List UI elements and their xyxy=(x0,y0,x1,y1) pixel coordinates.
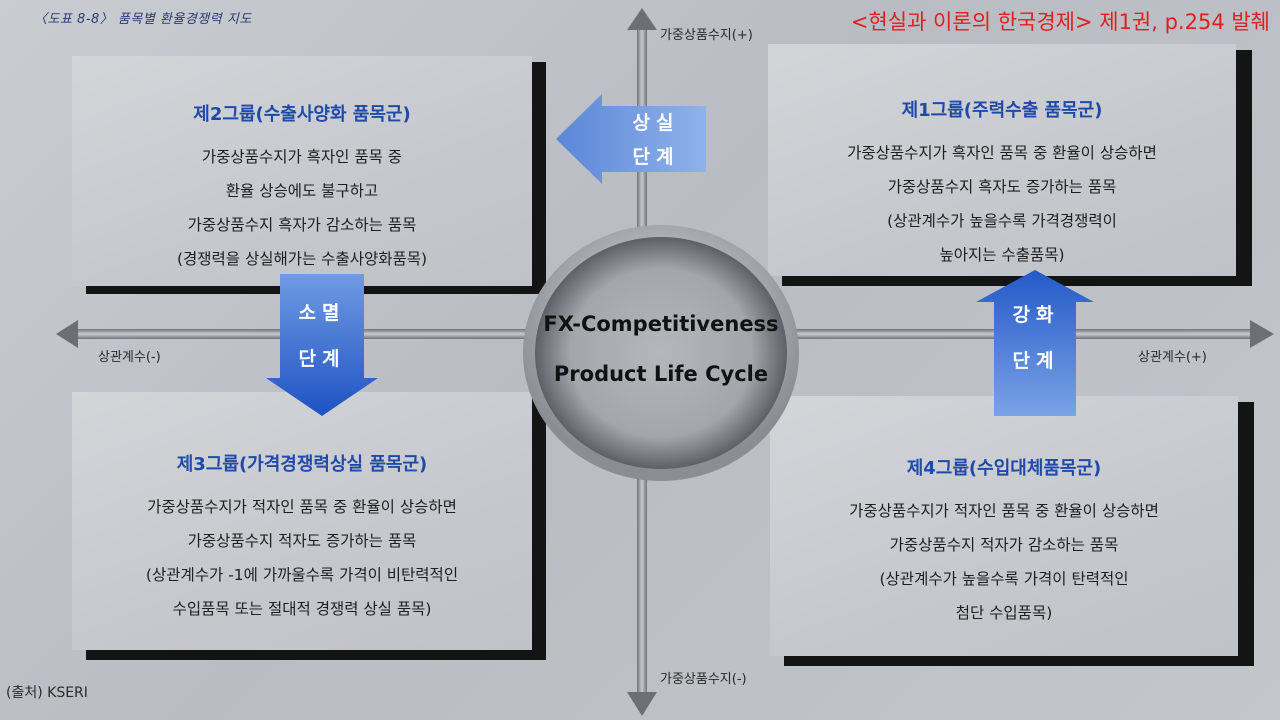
group1-title: 제1그룹(주력수출 품목군) xyxy=(901,100,1103,121)
group1-line-4: 높아지는 수출품목) xyxy=(939,246,1065,264)
horizontal-axis-left-arrowhead xyxy=(56,320,78,348)
group4-line-1: 가중상품수지가 적자인 품목 중 환율이 상승하면 xyxy=(849,502,1159,520)
group1-line-2: 가중상품수지 흑자도 증가하는 품목 xyxy=(887,178,1117,196)
group4-box: 제4그룹(수입대체품목군) 가중상품수지가 적자인 품목 중 환율이 상승하면 … xyxy=(770,396,1238,656)
group1-box: 제1그룹(주력수출 품목군) 가중상품수지가 흑자인 품목 중 환율이 상승하면… xyxy=(768,44,1236,276)
axis-label-bottom: 가중상품수지(-) xyxy=(660,672,747,687)
loss-stage-line-2: 단계 xyxy=(632,146,680,168)
vertical-axis-bottom-arrowhead xyxy=(627,692,657,716)
extinction-stage-line-2: 단계 xyxy=(298,348,346,370)
group2-line-3: 가중상품수지 흑자가 감소하는 품목 xyxy=(187,216,417,234)
group3-title: 제3그룹(가격경쟁력상실 품목군) xyxy=(176,454,428,475)
group1-line-3: (상관계수가 높을수록 가격경쟁력이 xyxy=(887,212,1117,230)
center-title-line-1: FX-Competitiveness xyxy=(543,312,779,336)
extinction-stage-arrow xyxy=(266,274,378,416)
group2-box: 제2그룹(수출사양화 품목군) 가중상품수지가 흑자인 품목 중 환율 상승에도… xyxy=(72,56,532,286)
strengthen-stage-line-2: 단계 xyxy=(1012,350,1060,372)
center-title-line-2: Product Life Cycle xyxy=(553,362,769,386)
axis-label-right: 상관계수(+) xyxy=(1138,350,1207,365)
group3-line-1: 가중상품수지가 적자인 품목 중 환율이 상승하면 xyxy=(147,498,457,516)
group2-line-1: 가중상품수지가 흑자인 품목 중 xyxy=(201,148,403,166)
loss-stage-arrow xyxy=(556,94,706,184)
center-circle xyxy=(523,225,799,481)
group4-title: 제4그룹(수입대체품목군) xyxy=(906,458,1102,479)
strengthen-stage-line-1: 강화 xyxy=(1012,304,1060,326)
group3-line-4: 수입품목 또는 절대적 경쟁력 상실 품목) xyxy=(172,600,432,618)
group2-line-4: (경쟁력을 상실해가는 수출사양화품목) xyxy=(176,250,428,268)
extinction-stage-line-1: 소멸 xyxy=(298,302,346,324)
loss-stage-line-1: 상실 xyxy=(632,112,680,134)
group3-box: 제3그룹(가격경쟁력상실 품목군) 가중상품수지가 적자인 품목 중 환율이 상… xyxy=(72,392,532,650)
vertical-axis-top-arrowhead xyxy=(627,8,657,30)
citation-note: <현실과 이론의 한국경제> 제1권, p.254 발췌 xyxy=(850,10,1270,34)
horizontal-axis-right-arrowhead xyxy=(1250,320,1274,348)
group2-title: 제2그룹(수출사양화 품목군) xyxy=(193,104,411,125)
group1-line-1: 가중상품수지가 흑자인 품목 중 환율이 상승하면 xyxy=(847,144,1157,162)
axis-label-top: 가중상품수지(+) xyxy=(660,28,753,43)
strengthen-stage-arrow xyxy=(976,270,1094,416)
group4-line-2: 가중상품수지 적자가 감소하는 품목 xyxy=(889,536,1119,554)
figure-label: 〈도표 8-8〉 품목별 환율경쟁력 지도 xyxy=(34,12,252,27)
group3-line-3: (상관계수가 -1에 가까울수록 가격이 비탄력적인 xyxy=(145,566,459,584)
group4-line-3: (상관계수가 높을수록 가격이 탄력적인 xyxy=(879,570,1129,588)
group2-line-2: 환율 상승에도 불구하고 xyxy=(225,182,379,200)
axis-label-left: 상관계수(-) xyxy=(98,350,161,365)
source-note: (출처) KSERI xyxy=(6,685,88,701)
group4-line-4: 첨단 수입품목) xyxy=(955,604,1053,622)
group3-line-2: 가중상품수지 적자도 증가하는 품목 xyxy=(187,532,417,550)
